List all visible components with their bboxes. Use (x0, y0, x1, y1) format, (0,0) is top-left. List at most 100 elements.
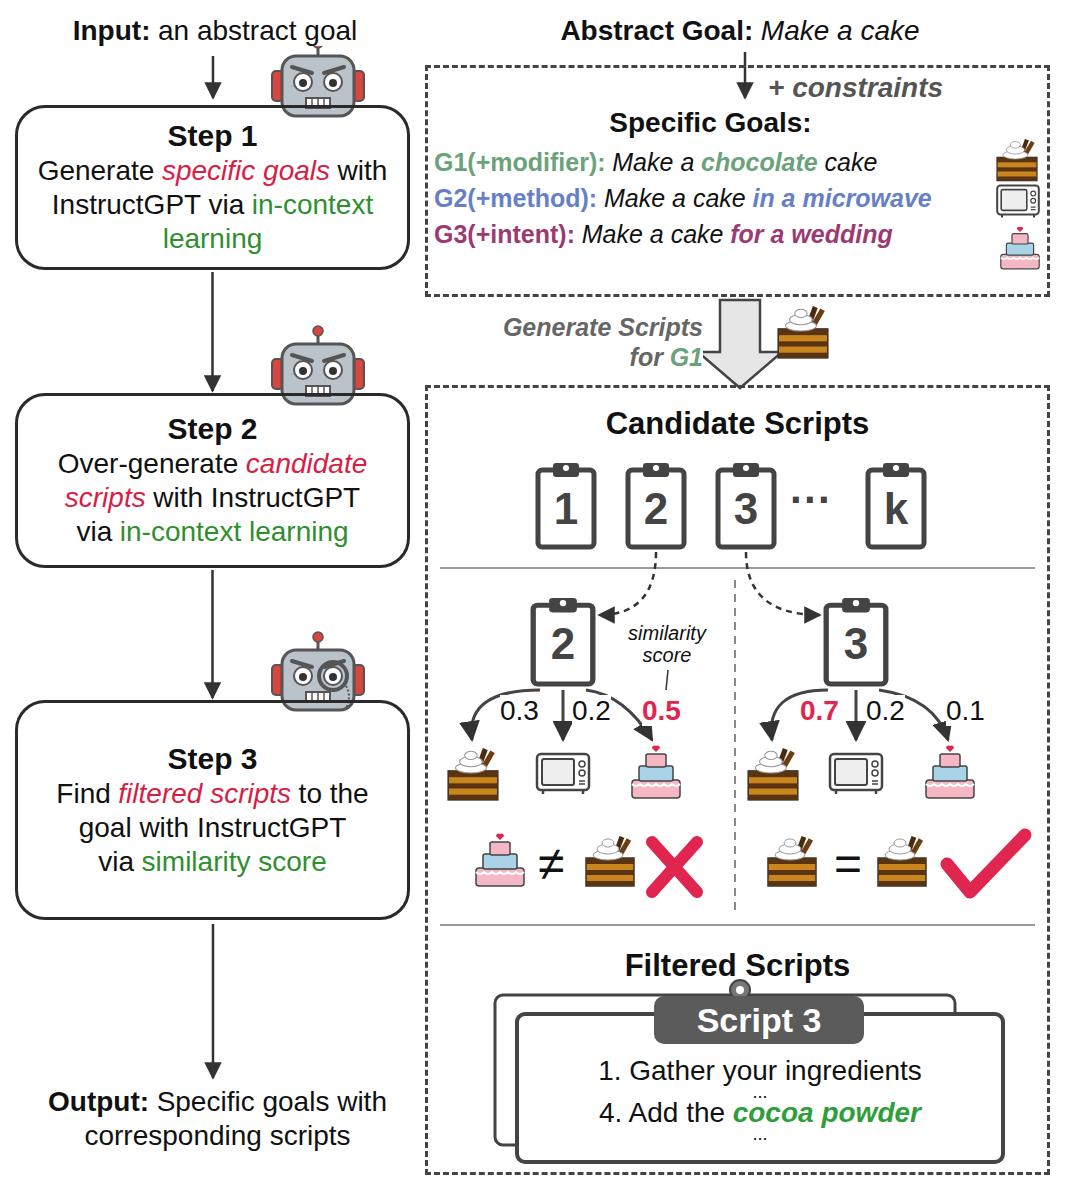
score-icons (448, 746, 974, 887)
text-line: ... (519, 1086, 1001, 1098)
node-text: Step 1 (167, 119, 257, 152)
text-line: Script 3 (654, 996, 864, 1044)
wedding-cake-icon (926, 746, 974, 799)
node-text: G3(+intent): (434, 220, 575, 248)
goal-icons (997, 139, 1039, 269)
wedding-cake-icon (476, 834, 524, 887)
clipboard: 3 (823, 595, 889, 687)
label-text: G1 (670, 343, 703, 371)
label-text: similarity score (628, 622, 706, 666)
label-text: an abstract goal (158, 15, 357, 46)
node-text: G1(+modifier): (434, 148, 606, 176)
cross-mark (652, 842, 697, 892)
text-line: k (865, 484, 927, 534)
label: Abstract Goal: Make a cake (440, 14, 1040, 48)
flow-arrow (744, 52, 747, 98)
label-text: Output: (48, 1086, 149, 1117)
script-card: Script 31. Gather your ingredients...4. … (515, 1012, 1005, 1164)
chocolate-cake-icon (748, 748, 798, 800)
text-line: + constraints (768, 72, 943, 104)
text-line: 1. Gather your ingredients (519, 1056, 1001, 1086)
microwave-icon (997, 186, 1039, 218)
label: = (834, 836, 862, 892)
process-box: Step 1Generatespecific goalswith Instruc… (15, 105, 410, 270)
leader-line (666, 670, 668, 690)
text-line: Step 3 (167, 742, 257, 777)
connector (599, 552, 656, 615)
node-text: in a microwave (752, 184, 931, 212)
label-text: = (834, 837, 862, 890)
text-line: ... (519, 1128, 1001, 1140)
magnifier-chain (346, 686, 349, 708)
node-text: 1. Gather your ingredients (598, 1055, 922, 1086)
node-text: Make a cake (582, 220, 724, 248)
label-text: Make a cake (761, 15, 920, 46)
node-text: Candidate Scripts (606, 406, 870, 441)
magnifier (319, 662, 347, 690)
score-arrow (471, 690, 948, 740)
chocolate-cake-icon (586, 836, 634, 886)
label-text: 0.2 (866, 695, 905, 726)
node-text: chocolate (701, 148, 818, 176)
label: 0.7 (800, 696, 839, 726)
label: Output:Specific goals with corresponding… (5, 1085, 430, 1153)
clipboard: k (865, 460, 927, 550)
node-text: k (884, 484, 908, 533)
label-text: ··· (790, 476, 832, 523)
node-text: in-context learning (120, 516, 349, 547)
node-text: Make a cake (604, 184, 746, 212)
node-text: Step 2 (167, 412, 257, 445)
flow-arrow (212, 56, 215, 98)
node-text: Make a (612, 148, 694, 176)
label-text: ≠ (538, 837, 564, 890)
connector (746, 552, 820, 615)
node-text: ... (752, 1124, 767, 1144)
label: 0.3 (500, 696, 539, 726)
text-line: Over-generatecandidate scriptswith Instr… (32, 447, 393, 549)
text-line: G3(+intent):Make a cakefor a wedding (434, 216, 987, 252)
node-text: G2(+method): (434, 184, 597, 212)
node-text: 3 (844, 619, 868, 668)
label: similarity score (612, 622, 722, 666)
text-line: Filtered Scripts (428, 948, 1047, 984)
wedding-cake-icon (632, 746, 680, 799)
clipboard: 3 (715, 460, 777, 550)
label-text: 0.5 (642, 695, 681, 726)
node-text: filtered scripts (118, 778, 291, 809)
text-line: 3 (823, 619, 889, 669)
big-arrow (698, 300, 782, 388)
score-arrow (855, 690, 858, 740)
chocolate-cake-icon (997, 139, 1037, 181)
label-text: Abstract Goal: (560, 15, 753, 46)
label: ≠ (538, 836, 564, 892)
clipboard: 2 (530, 595, 596, 687)
text-line: Step 1 (167, 119, 257, 154)
separator (440, 924, 1035, 926)
chocolate-cake-icon (448, 748, 498, 800)
node-text: 1 (554, 484, 578, 533)
robot-icon (272, 38, 364, 710)
score-arrow (471, 690, 540, 740)
node-text: Over-generate (58, 448, 239, 479)
microwave-icon (537, 754, 589, 794)
text-line: 4. Add the cocoa powder (519, 1098, 1001, 1128)
label: ··· (790, 478, 832, 522)
text-line: 2 (625, 484, 687, 534)
text-line: Specific Goals: (434, 106, 987, 140)
node-text: cocoa powder (733, 1097, 921, 1128)
robot-icon (272, 632, 364, 710)
node-text: 3 (734, 484, 758, 533)
label: 0.1 (946, 696, 985, 726)
divider (734, 580, 736, 915)
label-text: 0.1 (946, 695, 985, 726)
label-text: 0.3 (500, 695, 539, 726)
goal-panel: + constraintsSpecific Goals: G1(+modifier… (425, 65, 1050, 297)
clipboard-shape (538, 463, 594, 547)
node-text: Generate (38, 155, 155, 186)
node-text: 4. Add the (599, 1097, 725, 1128)
text-line: Generatespecific goalswith InstructGPT v… (32, 154, 393, 256)
text-line: 3 (715, 484, 777, 534)
flow-arrow (212, 924, 215, 1078)
connector (211, 272, 214, 391)
chocolate-cake-icon (778, 306, 828, 358)
